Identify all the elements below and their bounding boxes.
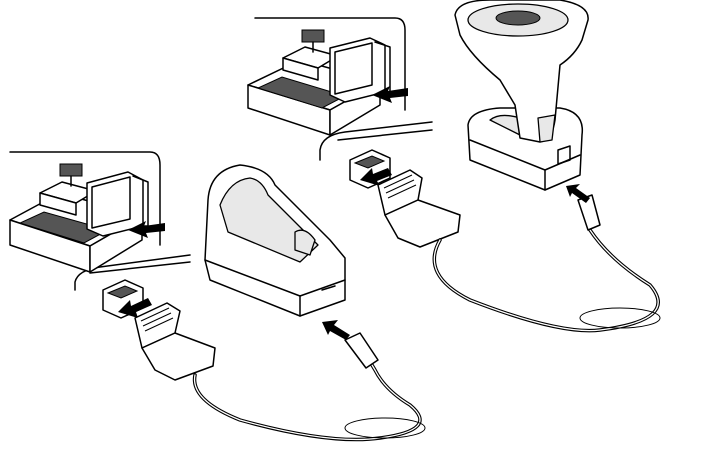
scanner [454,0,589,143]
cradle-slot [321,285,336,291]
terminal-frame-left [9,151,161,246]
cable-coil-right [579,307,661,329]
printer-front-left [39,192,77,216]
cable-right [433,209,659,332]
cradle-empty [204,164,346,317]
arrow-connector-right [360,168,392,186]
host-port-pins-left [106,285,139,299]
pos-terminal-left [9,151,191,291]
cable-coil-left [344,417,426,439]
counter-edge-left-2 [89,261,191,274]
host-port-pins-right [353,155,386,169]
scanner-in-cradle [454,0,589,191]
cable-left [193,344,421,441]
cradle-port-right [557,145,571,165]
monitor-screen [334,42,373,95]
printer-front [282,57,319,81]
counter-edge-top [319,121,433,161]
connector-body-right [384,199,461,248]
cable-plug-right [577,194,601,231]
terminal-frame-top [254,17,406,111]
cradle-well [219,177,319,263]
arrow-cable-right [566,184,590,203]
arrow-to-host-top [372,86,408,103]
monitor-screen-left [91,176,131,229]
connector-ridges-left [140,307,174,332]
customer-display-left [59,163,83,177]
connector-ridges-right [383,174,417,199]
scanner-grip [537,114,556,143]
pos-terminal-top [247,17,433,161]
arrow-connector-left [118,298,152,318]
arrow-to-host-left [128,221,165,238]
cable-plug-left [344,332,379,369]
host-cable-left [102,279,426,442]
connector-body-left [141,332,216,381]
counter-edge-left [74,254,191,291]
arrow-cable-left [322,320,350,340]
customer-display [301,29,325,43]
counter-edge-top-2 [337,129,433,141]
scanner-lens [495,10,541,26]
host-cable-right [349,149,661,333]
cradle-contact [294,229,316,256]
